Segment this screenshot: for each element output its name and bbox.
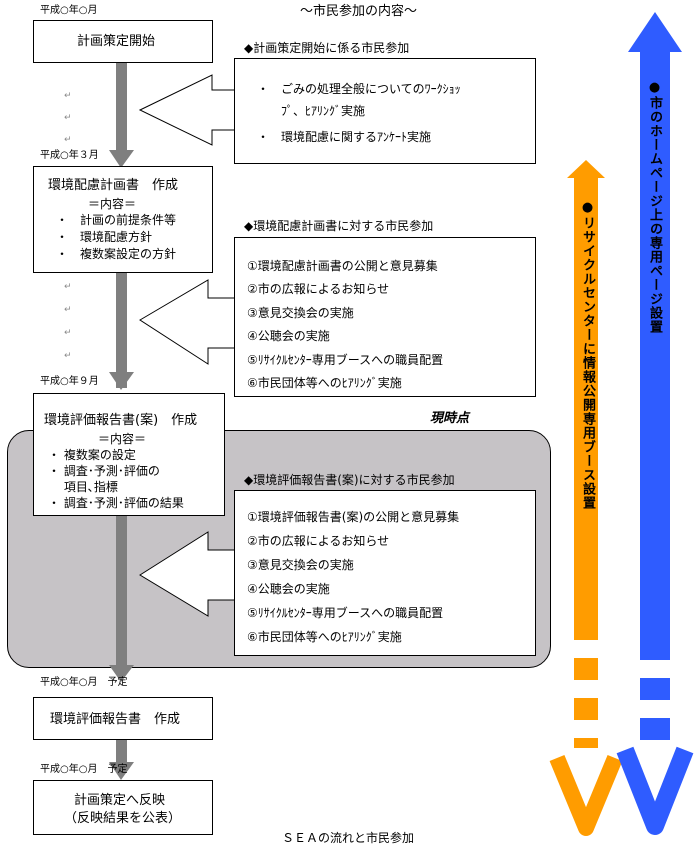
flow-arrowhead-4 <box>109 762 134 780</box>
participation-3-item-6: ⑥市民団体等へのﾋｱﾘﾝｸﾞ実施 <box>247 630 402 644</box>
stage-3-item-2: ・ 調査･予測･評価の <box>48 464 160 478</box>
participation-3-item-1: ①環境評価報告書(案)の公開と意見募集 <box>247 510 460 524</box>
participation-2-item-1: ①環境配慮計画書の公開と意見募集 <box>247 259 438 273</box>
stage-2-title: 環境配慮計画書 作成 <box>48 178 179 193</box>
participation-2-item-6: ⑥市民団体等へのﾋｱﾘﾝｸﾞ実施 <box>247 376 402 390</box>
blue-channel-label: ●市のホームページ上の専用ページ設置 <box>647 80 662 334</box>
participation-3-item-2: ②市の広報によるお知らせ <box>247 534 390 548</box>
stage-5-box: 計画策定へ反映 （反映結果を公表） <box>33 780 213 835</box>
flow-bar-1 <box>116 63 127 160</box>
participation-3-item-4: ④公聴会の実施 <box>247 582 330 596</box>
flow-bar-3 <box>116 516 127 668</box>
participation-3-item-3: ③意見交換会の実施 <box>247 558 354 572</box>
stage-2-item-1: ・ 計画の前提条件等 <box>56 213 177 227</box>
stage-3-item-3: ・ 調査･予測･評価の結果 <box>48 496 184 510</box>
participation-1-heading: ◆計画策定開始に係る市民参加 <box>244 41 410 55</box>
orange-channel-arrow <box>549 160 623 836</box>
flow-bar-2 <box>116 273 127 388</box>
return-mark: ↵ <box>64 91 72 101</box>
stage-4-box: 環境評価報告書 作成 <box>33 697 213 740</box>
stage-5-subtitle: （反映結果を公表） <box>64 811 182 826</box>
stage-1-title: 計画策定開始 <box>77 34 156 49</box>
participation-1-item-1: ・ ごみの処理全般についてのﾜｰｸｼｮｯ <box>257 82 461 96</box>
return-mark: ↵ <box>64 328 72 338</box>
return-mark: ↵ <box>64 351 72 361</box>
callout-arrow-3 <box>139 531 241 617</box>
stage-1-date: 平成○年○月 <box>40 5 98 16</box>
participation-1-item-2: ・ 環境配慮に関するｱﾝｹｰﾄ実施 <box>257 130 432 144</box>
page-title: ～市民参加の内容～ <box>300 4 418 19</box>
participation-1-item-1-cont: ﾌﾟ、ﾋｱﾘﾝｸﾞ実施 <box>257 104 366 118</box>
stage-2-box: 環境配慮計画書 作成 ＝内容＝ ・ 計画の前提条件等 ・ 環境配慮方針 ・ 複数… <box>33 166 213 273</box>
return-mark: ↵ <box>64 113 72 123</box>
stage-3-title: 環境評価報告書(案) 作成 <box>44 413 198 428</box>
stage-2-content-heading: ＝内容＝ <box>88 197 137 211</box>
participation-3-heading: ◆環境評価報告書(案)に対する市民参加 <box>244 473 455 487</box>
callout-arrow-2 <box>139 279 241 365</box>
callout-arrow-1 <box>138 74 241 146</box>
stage-2-item-2: ・ 環境配慮方針 <box>56 230 153 244</box>
stage-3-box: 環境評価報告書(案) 作成 ＝内容＝ ・ 複数案の設定 ・ 調査･予測･評価の … <box>33 393 225 516</box>
participation-2-item-5: ⑤ﾘｻｲｸﾙｾﾝﾀｰ専用ブースへの職員配置 <box>247 353 444 367</box>
blue-channel-arrow <box>616 12 694 835</box>
stage-4-date: 平成○年○月 予定 <box>40 677 128 688</box>
return-mark: ↵ <box>64 135 72 145</box>
flow-bar-4 <box>116 740 127 764</box>
stage-2-date: 平成○年３月 <box>40 150 99 161</box>
stage-3-date: 平成○年９月 <box>40 376 99 387</box>
participation-2-box: ①環境配慮計画書の公開と意見募集 ②市の広報によるお知らせ ③意見交換会の実施 … <box>234 237 536 397</box>
flow-arrowhead-1 <box>109 150 134 168</box>
orange-channel-label: ●リサイクルセンターに情報公開専用ブース設置 <box>580 200 595 510</box>
stage-5-title: 計画策定へ反映 <box>74 793 166 808</box>
participation-1-box: ・ ごみの処理全般についてのﾜｰｸｼｮｯ ﾌﾟ、ﾋｱﾘﾝｸﾞ実施 ・ 環境配慮に… <box>234 58 536 164</box>
current-point-label: 現時点 <box>430 411 470 426</box>
participation-2-item-3: ③意見交換会の実施 <box>247 306 354 320</box>
participation-2-item-2: ②市の広報によるお知らせ <box>247 282 390 296</box>
stage-3-item-1: ・ 複数案の設定 <box>48 448 136 462</box>
stage-5-date: 平成○年○月 予定 <box>40 764 128 775</box>
participation-2-heading: ◆環境配慮計画書に対する市民参加 <box>244 219 434 233</box>
stage-3-content-heading: ＝内容＝ <box>98 432 147 446</box>
stage-1-box: 計画策定開始 <box>33 20 213 63</box>
return-mark: ↵ <box>64 305 72 315</box>
figure-caption: ＳＥＡの流れと市民参加 <box>282 831 415 845</box>
flow-arrowhead-3 <box>109 665 134 682</box>
stage-4-title: 環境評価報告書 作成 <box>50 712 181 727</box>
participation-2-item-4: ④公聴会の実施 <box>247 329 330 343</box>
participation-3-box: ①環境評価報告書(案)の公開と意見募集 ②市の広報によるお知らせ ③意見交換会の… <box>234 490 536 656</box>
flow-arrowhead-2 <box>109 372 134 390</box>
stage-3-item-2-cont: 項目､指標 <box>48 480 118 494</box>
participation-3-item-5: ⑤ﾘｻｲｸﾙｾﾝﾀｰ専用ブースへの職員配置 <box>247 606 444 620</box>
return-mark: ↵ <box>64 282 72 292</box>
stage-2-item-3: ・ 複数案設定の方針 <box>56 247 177 261</box>
